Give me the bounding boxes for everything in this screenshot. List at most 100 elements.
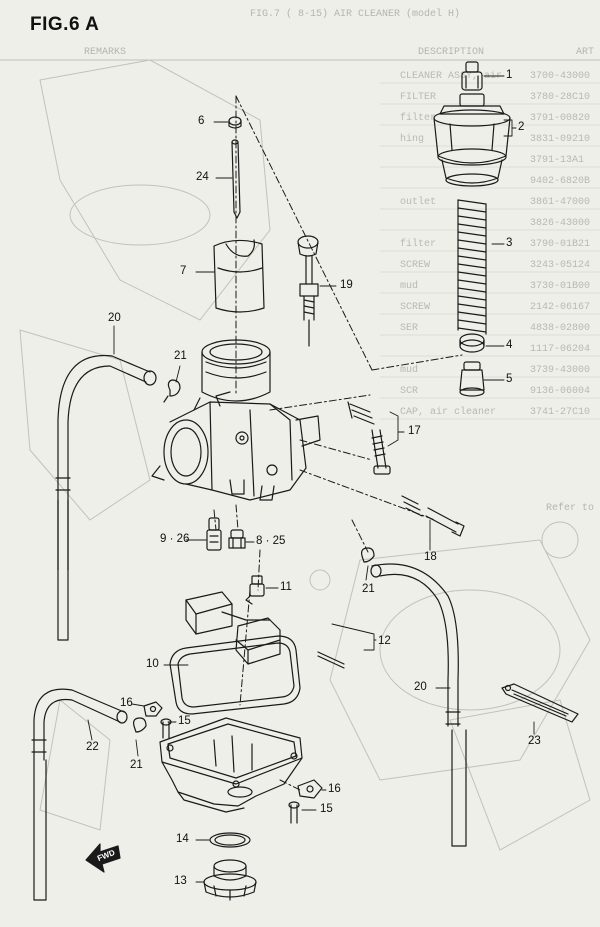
figure-title: FIG.6 A	[30, 14, 100, 35]
part-20-vent-tube-left	[55, 354, 157, 641]
ghost-description: FILTER	[400, 92, 436, 103]
callout-15-upper: 15	[178, 715, 191, 727]
part-12-float	[185, 591, 345, 669]
callout-7: 7	[180, 265, 187, 277]
callout-23: 23	[528, 735, 541, 747]
ghost-part-number: 3791-00820	[530, 113, 590, 124]
part-21-clamp-lower	[133, 717, 147, 733]
callout-21-lower: 21	[130, 759, 143, 771]
assembly-guide-lines	[213, 95, 463, 791]
ghost-part-number: 3780-28C10	[530, 92, 590, 103]
part-13-drain-plug	[203, 859, 257, 901]
part-17-throttle-screw	[347, 401, 391, 475]
ghost-part-number: 3831-09210	[530, 134, 590, 145]
callout-21-middle: 21	[362, 583, 375, 595]
part-15-screw-upper	[160, 718, 172, 739]
callout-20-right: 20	[414, 681, 427, 693]
part-11-needle-valve	[245, 575, 265, 605]
callout-brackets	[331, 119, 517, 651]
ghost-description: mud	[400, 280, 418, 292]
part-5-needle-holder	[459, 361, 485, 397]
part-3-spring	[457, 199, 487, 335]
ghost-part-number: 9136-06004	[530, 386, 590, 397]
ghost-col-remarks: REMARKS	[84, 47, 126, 58]
ghost-description: CLEANER ASSY, air	[400, 70, 502, 82]
callout-3: 3	[506, 237, 513, 249]
ghost-part-number: 3700-43000	[530, 71, 590, 82]
callout-18: 18	[424, 551, 437, 563]
ghost-description: SER	[400, 323, 418, 334]
ghost-part-number: 4838-02800	[530, 323, 590, 334]
callout-2: 2	[518, 121, 525, 133]
ghost-description: CAP, air cleaner	[400, 406, 496, 418]
part-15-screw-lower	[288, 801, 300, 824]
part-7-throttle-valve	[213, 239, 265, 313]
part-24-rod	[231, 139, 241, 219]
part-21-clamp-middle	[361, 547, 375, 563]
ghost-col-part: ART NO.	[576, 47, 600, 58]
callout-20-left: 20	[108, 312, 121, 324]
leader-lines	[87, 75, 535, 883]
ghost-header: FIG.7 ( 8-15) AIR CLEANER (model H)	[250, 8, 460, 20]
callout-1: 1	[506, 69, 513, 81]
ghost-description: SCREW	[400, 302, 430, 313]
ghost-description: hing	[400, 133, 424, 145]
ghost-part-number: 3243-05124	[530, 260, 590, 271]
ghost-part-number: 2142-06167	[530, 302, 590, 313]
callout-13: 13	[174, 875, 187, 887]
callout-6: 6	[198, 115, 205, 127]
ghost-description: filter	[400, 112, 436, 124]
callout-19: 19	[340, 279, 353, 291]
part-10-gasket	[169, 635, 301, 715]
part-8-25-jet	[228, 529, 246, 549]
ghost-col-desc: DESCRIPTION	[418, 47, 484, 58]
part-23-cable-bracket	[501, 683, 579, 723]
part-4-seal	[459, 333, 485, 353]
ghost-note: Refer to FIG.7A(8-16) (model P/N/S)	[546, 502, 600, 514]
callout-22: 22	[86, 741, 99, 753]
ghost-part-number: 3739-43000	[530, 365, 590, 376]
callout-5: 5	[506, 373, 513, 385]
ghost-part-number: 3741-27C10	[530, 407, 590, 418]
ghost-description: SCREW	[400, 260, 430, 271]
ghost-part-number: 9402-6820B	[530, 176, 590, 187]
ghost-description: filter	[400, 238, 436, 250]
part-19-jet-needle	[297, 235, 319, 347]
part-22-overflow-tube	[31, 688, 128, 901]
callout-14: 14	[176, 833, 189, 845]
part-9-26-jet	[206, 517, 222, 551]
ghost-part-number: 3826-43000	[530, 218, 590, 229]
float-bowl	[159, 717, 303, 813]
part-2-top-cap	[433, 93, 511, 187]
ghost-part-number: 1117-06204	[530, 344, 590, 355]
fwd-arrow	[85, 843, 121, 873]
callout-10: 10	[146, 658, 159, 670]
callout-15-lower: 15	[320, 803, 333, 815]
callout-8-25: 8 · 25	[256, 535, 286, 547]
callout-4: 4	[506, 339, 513, 351]
callout-24: 24	[196, 171, 209, 183]
ghost-part-number: 3730-01B00	[530, 281, 590, 292]
callout-9-26: 9 · 26	[160, 533, 190, 545]
part-21-clamp-upper	[163, 379, 181, 403]
callout-16-upper: 16	[120, 697, 133, 709]
part-16-bracket-upper	[143, 701, 163, 717]
callout-16-lower: 16	[328, 783, 341, 795]
callout-12: 12	[378, 635, 391, 647]
part-1-screw	[461, 61, 483, 91]
carburetor-body	[151, 339, 321, 501]
callout-21-upper: 21	[174, 350, 187, 362]
part-18-air-screw	[401, 495, 465, 537]
callout-11: 11	[280, 581, 292, 593]
ghost-part-number: 3790-01B21	[530, 239, 590, 250]
ghost-description: SCR	[400, 386, 418, 397]
part-16-bracket-lower	[297, 779, 323, 799]
ghost-description: mud	[400, 364, 418, 376]
callout-17: 17	[408, 425, 421, 437]
ghost-part-number: 3861-47000	[530, 197, 590, 208]
ghost-part-number: 3791-13A1	[530, 155, 584, 166]
part-6-screw	[228, 116, 242, 129]
